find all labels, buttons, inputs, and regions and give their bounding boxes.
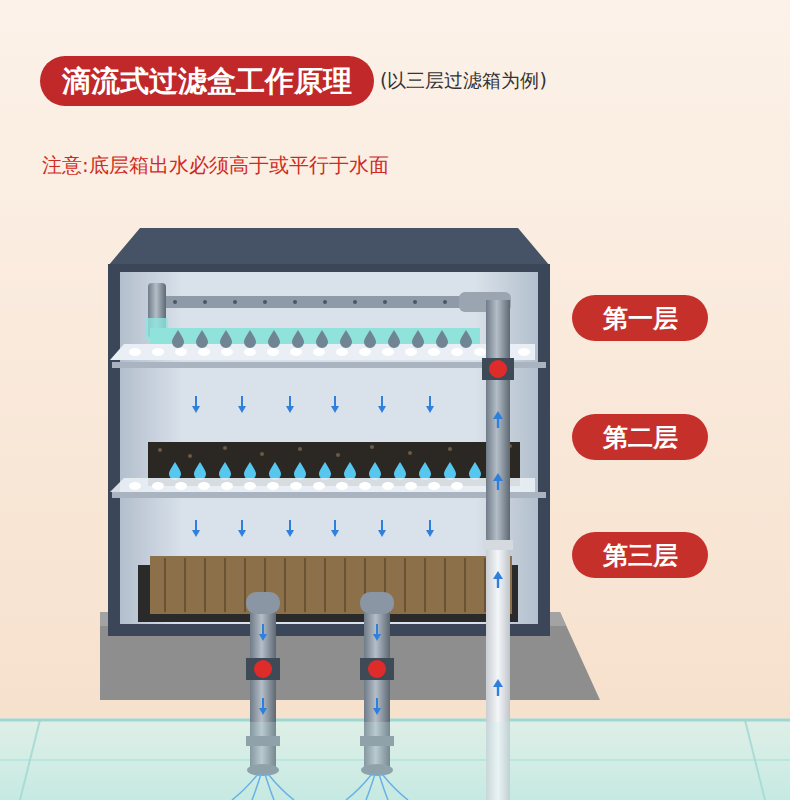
- layer-pill: 第一层: [572, 295, 708, 341]
- warning-note: 注意:底层箱出水必须高于或平行于水面: [42, 152, 389, 179]
- layer-pill: 第三层: [572, 532, 708, 578]
- layer-label: 第三层: [603, 539, 678, 572]
- layer-pill: 第二层: [572, 414, 708, 460]
- subtitle-note: (以三层过滤箱为例): [380, 68, 547, 94]
- title-band: 滴流式过滤盒工作原理: [40, 56, 374, 106]
- layer-label: 第一层: [603, 302, 678, 335]
- layer-label: 第二层: [603, 421, 678, 454]
